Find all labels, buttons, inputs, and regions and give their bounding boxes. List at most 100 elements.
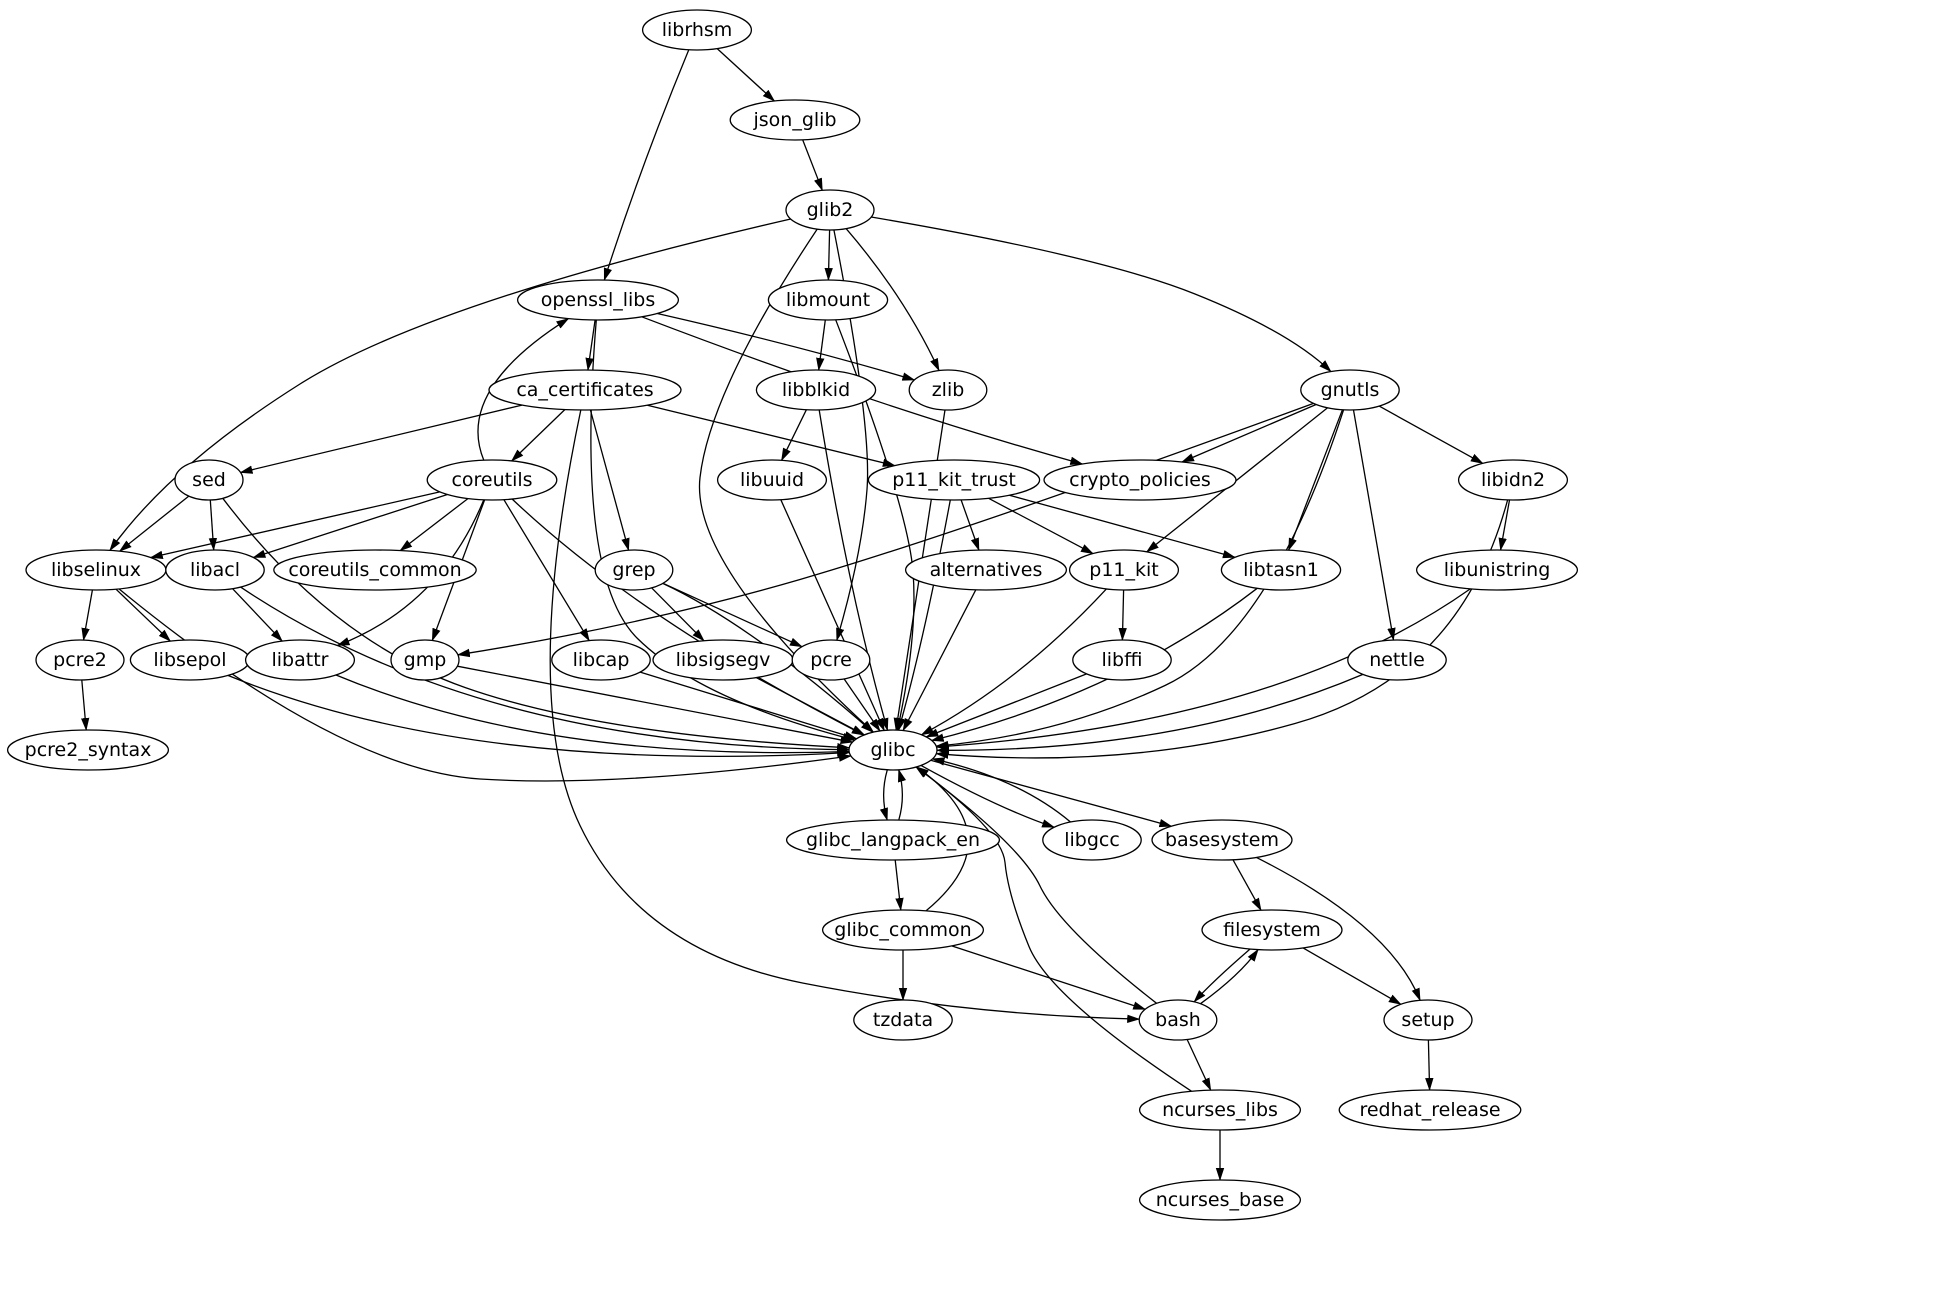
edge-gmp-to-glibc (457, 665, 854, 745)
node-libsigsegv: libsigsegv (652, 639, 794, 681)
node-nettle: nettle (1347, 639, 1447, 681)
edge-grep-to-glibc (662, 582, 874, 733)
edge-glib2-to-libselinux (109, 218, 791, 552)
node-label-pcre2_syntax: pcre2_syntax (25, 739, 152, 761)
edge-gnutls-to-gmp (456, 402, 1314, 658)
edge-openssl_libs-to-glibc (590, 319, 856, 742)
edge-gnutls-to-nettle (1352, 409, 1396, 641)
node-label-librhsm: librhsm (662, 19, 733, 41)
node-ellipse-p11_kit_trust (867, 459, 1041, 501)
node-ncurses_base: ncurses_base (1138, 1179, 1302, 1221)
node-glibc: glibc (848, 729, 938, 771)
edge-libselinux-to-libsepol (115, 588, 172, 642)
edge-libidn2-to-libunistring (1498, 499, 1511, 551)
node-label-ncurses_libs: ncurses_libs (1162, 1099, 1278, 1121)
edge-libblkid-to-glibc (818, 409, 889, 732)
edge-p11_kit-to-glibc (920, 588, 1107, 736)
edge-ca_certificates-to-coreutils (510, 409, 566, 462)
node-ellipse-libuuid (716, 459, 828, 501)
edge-openssl_libs-to-ca_certificates (585, 319, 596, 371)
node-label-tzdata: tzdata (873, 1009, 933, 1031)
edge-glib2-to-libmount (824, 229, 833, 281)
edge-libcap-to-glibc (640, 671, 858, 740)
node-label-libffi: libffi (1102, 649, 1143, 671)
node-ellipse-libmount (767, 279, 889, 321)
node-label-ncurses_base: ncurses_base (1156, 1189, 1285, 1211)
node-ellipse-alternatives (904, 549, 1068, 591)
node-filesystem: filesystem (1201, 909, 1343, 951)
node-ellipse-coreutils (426, 459, 558, 501)
node-ellipse-openssl_libs (516, 279, 680, 321)
node-label-p11_kit_trust: p11_kit_trust (892, 469, 1016, 491)
node-libsepol: libsepol (129, 639, 251, 681)
node-ellipse-ca_certificates (488, 369, 682, 411)
node-label-bash: bash (1155, 1009, 1201, 1031)
node-label-json_glib: json_glib (752, 109, 836, 131)
node-label-pcre: pcre (810, 649, 852, 671)
edge-libffi-to-glibc (925, 673, 1087, 738)
node-ellipse-pcre (791, 639, 871, 681)
edge-setup-to-redhat_release (1425, 1039, 1434, 1091)
node-ellipse-libblkid (755, 369, 877, 411)
node-ellipse-libunistring (1415, 549, 1579, 591)
node-ellipse-libidn2 (1457, 459, 1569, 501)
node-ellipse-p11_kit (1068, 549, 1180, 591)
node-p11_kit: p11_kit (1068, 549, 1180, 591)
node-label-coreutils: coreutils (451, 469, 532, 491)
edge-nettle-to-glibc (936, 673, 1364, 755)
node-ellipse-zlib (908, 369, 988, 411)
edge-glibc_langpack_en-to-glibc (898, 768, 907, 821)
node-pcre2_syntax: pcre2_syntax (6, 729, 170, 771)
edge-bash-to-glibc (915, 766, 1157, 1004)
edge-p11_kit_trust-to-libtasn1 (1009, 494, 1236, 559)
node-libselinux: libselinux (25, 549, 167, 591)
node-label-alternatives: alternatives (930, 559, 1043, 581)
node-basesystem: basesystem (1151, 819, 1293, 861)
node-alternatives: alternatives (904, 549, 1068, 591)
node-label-libcap: libcap (573, 649, 630, 671)
node-label-p11_kit: p11_kit (1089, 559, 1158, 581)
edge-sed-to-libselinux (118, 495, 190, 552)
edge-p11_kit_trust-to-p11_kit (988, 497, 1094, 555)
node-ellipse-libffi (1072, 639, 1172, 681)
node-crypto_policies: crypto_policies (1043, 459, 1237, 501)
node-ellipse-ncurses_libs (1138, 1089, 1302, 1131)
node-ellipse-json_glib (729, 99, 861, 141)
edge-libacl-to-libattr (232, 588, 283, 642)
node-grep: grep (594, 549, 674, 591)
edge-grep-to-libsigsegv (651, 587, 705, 642)
node-p11_kit_trust: p11_kit_trust (867, 459, 1041, 501)
node-glibc_common: glibc_common (821, 909, 985, 951)
edge-glibc-to-glibc_langpack_en (879, 769, 888, 821)
node-label-nettle: nettle (1369, 649, 1425, 671)
edge-gnutls-to-glibc (935, 409, 1345, 750)
node-ellipse-glibc (848, 729, 938, 771)
edge-sed-to-glibc (222, 497, 851, 752)
node-ellipse-filesystem (1201, 909, 1343, 951)
node-ellipse-libcap (551, 639, 651, 681)
node-ellipse-sed (174, 459, 244, 501)
node-label-libsepol: libsepol (153, 649, 226, 671)
node-libblkid: libblkid (755, 369, 877, 411)
edge-libsepol-to-glibc (227, 674, 851, 758)
node-ellipse-ncurses_base (1138, 1179, 1302, 1221)
node-libattr: libattr (244, 639, 356, 681)
edge-glibc_langpack_en-to-glibc_common (894, 859, 904, 911)
edge-coreutils-to-libcap (503, 499, 590, 642)
node-libtasn1: libtasn1 (1220, 549, 1342, 591)
node-ellipse-pcre2_syntax (6, 729, 170, 771)
node-pcre2: pcre2 (35, 639, 125, 681)
node-label-libblkid: libblkid (782, 379, 850, 401)
node-label-glib2: glib2 (807, 199, 854, 221)
edge-json_glib-to-glib2 (802, 139, 823, 192)
edge-libselinux-to-pcre2 (81, 589, 94, 642)
node-libacl: libacl (165, 549, 265, 591)
edge-pcre2-to-pcre2_syntax (80, 679, 90, 731)
node-label-ca_certificates: ca_certificates (516, 379, 653, 401)
node-ellipse-pcre2 (35, 639, 125, 681)
node-coreutils_common: coreutils_common (273, 549, 477, 591)
node-sed: sed (174, 459, 244, 501)
node-ellipse-coreutils_common (273, 549, 477, 591)
node-ellipse-grep (594, 549, 674, 591)
edge-libidn2-to-glibc (935, 499, 1509, 759)
